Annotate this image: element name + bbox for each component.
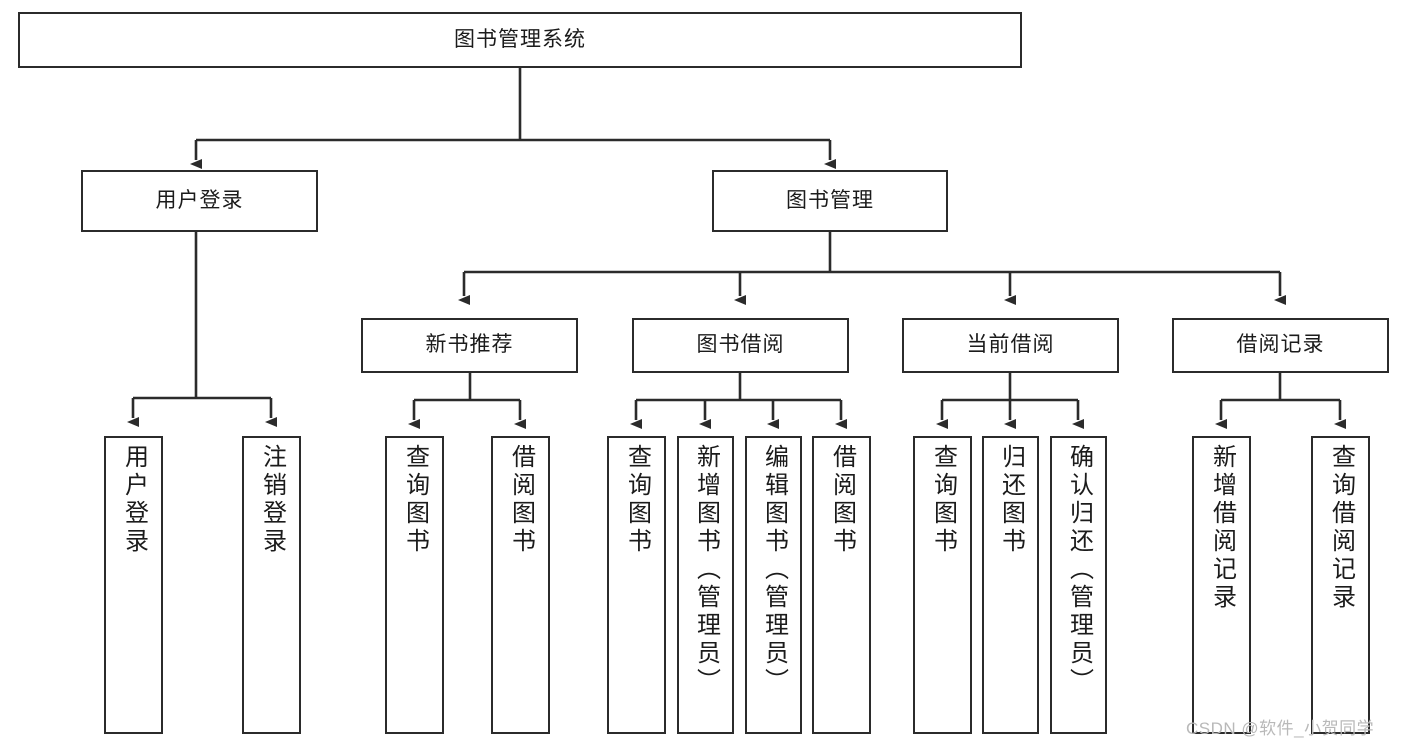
leaf-edit-book-admin[interactable]: 编辑图书（管理员） (745, 436, 802, 734)
node-root-system[interactable]: 图书管理系统 (18, 12, 1022, 68)
node-borrow-record[interactable]: 借阅记录 (1172, 318, 1389, 373)
node-new-book-recommend[interactable]: 新书推荐 (361, 318, 578, 373)
node-label: 归还图书 (997, 444, 1025, 556)
node-label: 查询图书 (401, 444, 429, 556)
leaf-confirm-return-admin[interactable]: 确认归还（管理员） (1050, 436, 1107, 734)
node-book-management[interactable]: 图书管理 (712, 170, 948, 232)
node-label: 图书管理 (786, 188, 874, 212)
leaf-query-book-current[interactable]: 查询图书 (913, 436, 972, 734)
node-label: 注销登录 (258, 444, 286, 556)
leaf-add-book-admin[interactable]: 新增图书（管理员） (677, 436, 734, 734)
leaf-borrow-book-recommend[interactable]: 借阅图书 (491, 436, 550, 734)
leaf-query-book-recommend[interactable]: 查询图书 (385, 436, 444, 734)
leaf-return-book[interactable]: 归还图书 (982, 436, 1039, 734)
node-label: 用户登录 (120, 444, 148, 556)
node-current-borrow[interactable]: 当前借阅 (902, 318, 1119, 373)
node-label: 新增图书（管理员） (692, 444, 720, 696)
node-user-login[interactable]: 用户登录 (81, 170, 318, 232)
leaf-query-borrow-record[interactable]: 查询借阅记录 (1311, 436, 1370, 734)
node-label: 查询图书 (929, 444, 957, 556)
node-label: 借阅图书 (828, 444, 856, 556)
node-label: 图书借阅 (696, 333, 785, 357)
node-label: 新增借阅记录 (1208, 444, 1236, 612)
node-label: 确认归还（管理员） (1065, 444, 1093, 696)
node-book-borrow[interactable]: 图书借阅 (632, 318, 849, 373)
leaf-user-login[interactable]: 用户登录 (104, 436, 163, 734)
leaf-logout[interactable]: 注销登录 (242, 436, 301, 734)
node-label: 借阅记录 (1236, 333, 1325, 357)
leaf-borrow-book[interactable]: 借阅图书 (812, 436, 871, 734)
node-label: 新书推荐 (425, 333, 514, 357)
leaf-query-book-borrow[interactable]: 查询图书 (607, 436, 666, 734)
node-label: 图书管理系统 (454, 27, 586, 51)
node-label: 当前借阅 (966, 333, 1055, 357)
node-label: 借阅图书 (507, 444, 535, 556)
node-label: 查询借阅记录 (1327, 444, 1355, 612)
node-label: 用户登录 (155, 188, 244, 212)
node-label: 编辑图书（管理员） (760, 444, 788, 696)
node-label: 查询图书 (623, 444, 651, 556)
leaf-add-borrow-record[interactable]: 新增借阅记录 (1192, 436, 1251, 734)
